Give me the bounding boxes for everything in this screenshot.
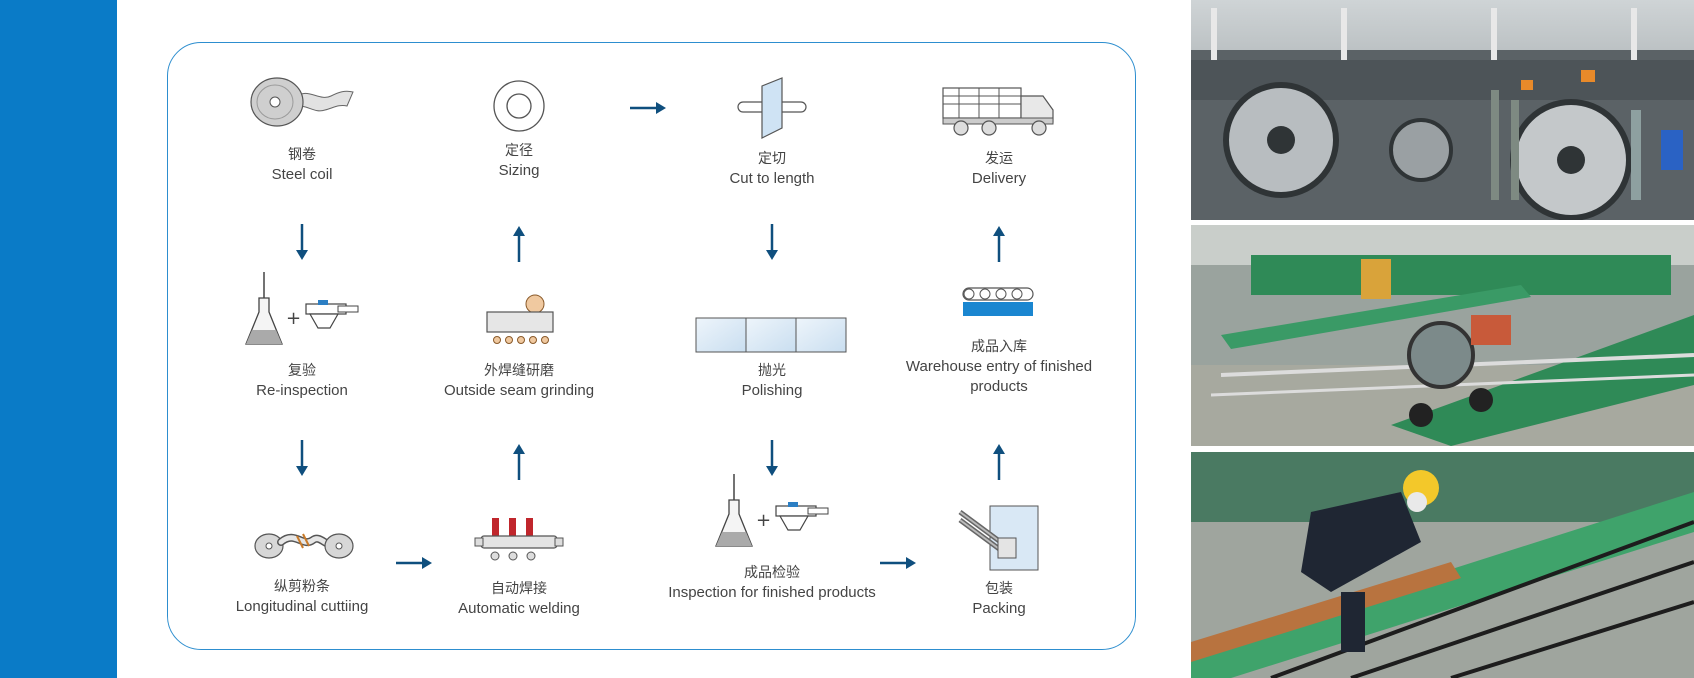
sizing-ring-icon <box>409 48 629 134</box>
step-label-zh: 外焊缝研磨 <box>484 363 554 379</box>
arrow-down-icon <box>766 224 778 260</box>
slitting-icon <box>192 484 412 570</box>
polishing-panels-icon <box>662 268 882 354</box>
green-line-photo-icon <box>1191 225 1694 446</box>
step-label-en: Sizing <box>498 162 540 179</box>
truck-icon <box>889 56 1109 142</box>
step-label-en: Polishing <box>741 382 803 399</box>
step-delivery: 发运 Delivery <box>889 56 1109 189</box>
step-sizing: 定径 Sizing <box>409 48 629 181</box>
arrow-right-icon <box>396 557 432 569</box>
step-label-en: Outside seam grinding <box>443 382 595 399</box>
step-label-en: Cut to length <box>729 170 815 187</box>
step-outside-seam-grinding: 外焊缝研磨 Outside seam grinding <box>409 268 629 401</box>
step-label-en: Longitudinal cuttiing <box>235 598 369 615</box>
welding-icon <box>409 486 629 572</box>
arrow-up-icon <box>513 444 525 480</box>
arrow-up-icon <box>993 226 1005 262</box>
step-label-zh: 纵剪粉条 <box>274 579 330 595</box>
step-label-en: Inspection for finished products <box>668 584 876 601</box>
arrow-down-icon <box>296 440 308 476</box>
step-automatic-welding: 自动焊接 Automatic welding <box>409 486 629 619</box>
step-label-zh: 抛光 <box>758 363 786 379</box>
step-longitudinal-cutting: 纵剪粉条 Longitudinal cuttiing <box>192 484 412 617</box>
svg-text:+: + <box>286 308 301 329</box>
step-label-en: Packing <box>972 600 1026 617</box>
step-re-inspection: + 复验 Re-inspection <box>192 268 412 401</box>
step-final-inspection: + 成品检验 Inspection for finished products <box>662 470 882 603</box>
production-line-photo <box>1191 225 1694 446</box>
arrow-up-icon <box>513 226 525 262</box>
step-label-zh: 发运 <box>985 151 1013 167</box>
step-label-zh: 包装 <box>985 581 1013 597</box>
step-label-zh: 定径 <box>505 143 533 159</box>
step-label-zh: 复验 <box>288 363 316 379</box>
saw-blade-icon <box>662 56 882 142</box>
step-label-zh: 钢卷 <box>288 147 316 163</box>
arrow-down-icon <box>296 224 308 260</box>
step-label-en: Re-inspection <box>256 382 348 399</box>
step-label-en: Automatic welding <box>458 600 580 617</box>
svg-text:+: + <box>756 510 771 531</box>
steel-coil-icon <box>192 52 412 138</box>
step-label-en: Steel coil <box>271 166 333 183</box>
flask-caliper-icon: + <box>662 470 882 556</box>
arrow-right-icon <box>630 102 666 114</box>
step-label-zh: 成品检验 <box>744 565 800 581</box>
flask-caliper-icon: + <box>192 268 412 354</box>
step-cut-to-length: 定切 Cut to length <box>662 56 882 189</box>
step-label-en: Warehouse entry of finished products <box>905 358 1093 395</box>
grinding-icon <box>409 268 629 354</box>
pipe-bundle-icon <box>889 486 1109 572</box>
step-label-zh: 定切 <box>758 151 786 167</box>
arrow-up-icon <box>993 444 1005 480</box>
step-packing: 包装 Packing <box>889 486 1109 619</box>
arrow-right-icon <box>880 557 916 569</box>
step-label-en: Delivery <box>971 170 1027 187</box>
step-warehouse-entry: 成品入库 Warehouse entry of finished product… <box>889 244 1109 397</box>
worker-photo-icon <box>1191 452 1694 678</box>
step-steel-coil: 钢卷 Steel coil <box>192 52 412 185</box>
step-label-zh: 成品入库 <box>971 339 1027 355</box>
blue-side-bar <box>0 0 117 678</box>
worker-inspection-photo <box>1191 452 1694 678</box>
arrow-down-icon <box>766 440 778 476</box>
stacked-pipes-icon <box>889 244 1109 330</box>
step-polishing: 抛光 Polishing <box>662 268 882 401</box>
step-label-zh: 自动焊接 <box>491 581 547 597</box>
factory-floor-photo <box>1191 0 1694 220</box>
coil-machines-photo-icon <box>1191 0 1694 220</box>
